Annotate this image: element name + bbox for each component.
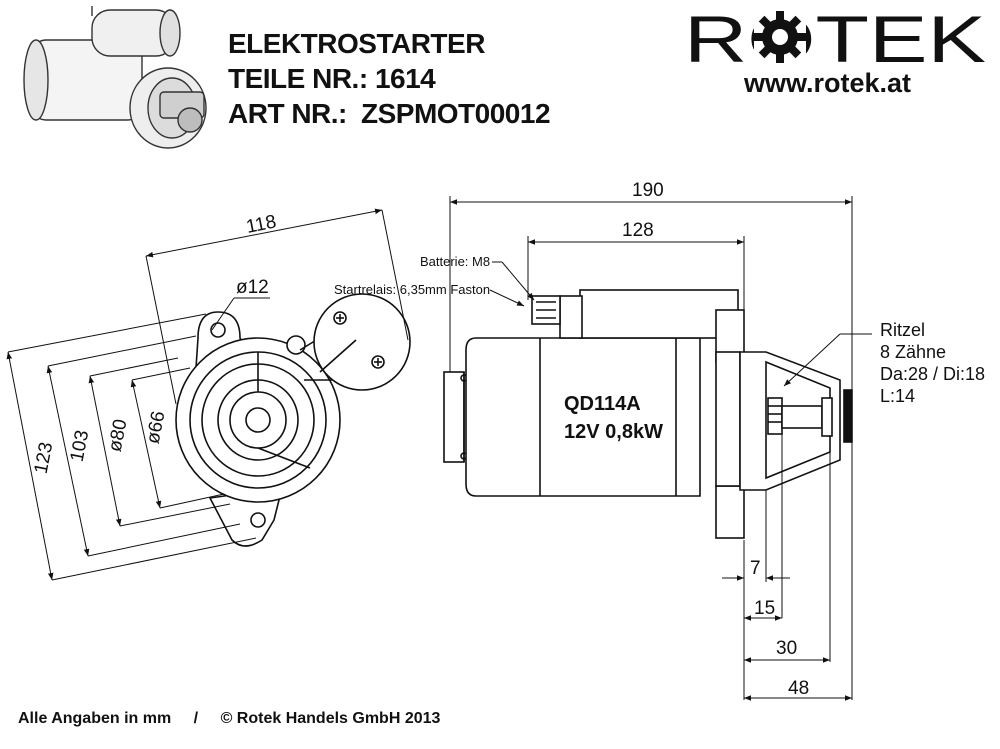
logo-text: ROTEK [684,6,986,68]
ritzel-line-2: 8 Zähne [880,342,946,362]
dim-30: 30 [776,638,797,659]
article-value: ZSPMOT00012 [361,98,551,129]
title: ELEKTROSTARTER [228,28,485,59]
side-dimensions [449,196,872,701]
dim-190: 190 [632,180,664,201]
dim-hole-diameter: ø12 [236,277,269,298]
spec-label: 12V 0,8kW [564,421,663,443]
units-note: Alle Angaben in mm [18,710,172,727]
ritzel-line-4: L:14 [880,386,915,406]
battery-label: Batterie: M8 [420,254,490,269]
copyright: © Rotek Handels GmbH 2013 [220,710,441,727]
dim-66: ø66 [143,409,170,445]
dim-103: 103 [67,428,94,463]
dim-15: 15 [754,598,775,619]
front-view [175,293,411,547]
rotek-logo: ROTEK [684,6,986,68]
ritzel-line-3: Da:28 / Di:18 [880,364,985,384]
dim-7: 7 [750,558,761,579]
model-label: QD114A [564,393,641,415]
side-view [443,289,853,539]
website[interactable]: www.rotek.at [744,68,912,98]
dim-128: 128 [622,220,654,241]
article-number: ART NR.: ZSPMOT00012 [228,98,551,130]
dim-118: 118 [244,211,278,237]
relay-label: Startrelais: 6,35mm Faston [334,282,490,297]
ritzel-line-1: Ritzel [880,320,925,340]
gear-icon [754,11,806,63]
front-dimensions [6,208,409,581]
dim-80: ø80 [105,417,132,453]
footer: Alle Angaben in mm / © Rotek Handels Gmb… [18,710,440,728]
footer-separator: / [193,710,199,727]
dim-123: 123 [31,440,58,475]
dim-48: 48 [788,678,809,699]
article-label: ART NR.: [228,98,347,129]
part-number: TEILE NR.: 1614 [228,63,436,94]
starter-photo [23,6,207,149]
